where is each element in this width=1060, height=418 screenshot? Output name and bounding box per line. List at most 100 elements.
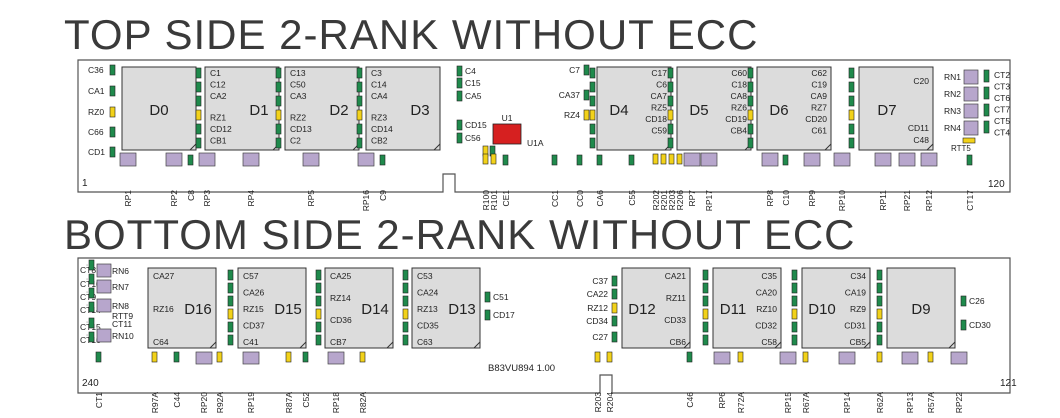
ref-label: R100 bbox=[481, 190, 491, 211]
ref-label: R206 bbox=[675, 190, 685, 211]
component bbox=[589, 95, 596, 107]
component bbox=[315, 321, 322, 333]
chip-corner bbox=[299, 341, 307, 349]
ref-label: RZ4 bbox=[564, 110, 580, 120]
ref-label: C18 bbox=[731, 80, 747, 90]
component bbox=[151, 351, 158, 363]
component bbox=[667, 67, 674, 79]
component bbox=[848, 95, 855, 107]
component bbox=[315, 269, 322, 281]
ref-label: C2 bbox=[290, 136, 301, 146]
ref-label: R57A bbox=[926, 392, 936, 414]
ref-label: CA3 bbox=[290, 91, 307, 101]
ref-label: C36 bbox=[88, 65, 104, 75]
chip-corner bbox=[863, 341, 871, 349]
component bbox=[702, 295, 709, 307]
component bbox=[611, 288, 618, 300]
resistor-pack bbox=[833, 152, 851, 167]
ref-label: CA27 bbox=[153, 271, 175, 281]
ref-label: C62 bbox=[811, 68, 827, 78]
ref-label: RZ2 bbox=[290, 113, 306, 123]
component bbox=[848, 109, 855, 121]
ref-label: RZ16 bbox=[153, 304, 174, 314]
ref-label: CE1 bbox=[501, 190, 511, 207]
component bbox=[960, 295, 967, 307]
ref-label: RZ11 bbox=[666, 293, 686, 303]
component bbox=[676, 153, 683, 165]
ref-label: C4 bbox=[465, 66, 476, 76]
dram-chip bbox=[712, 267, 782, 349]
ref-label: CD14 bbox=[371, 124, 393, 134]
component bbox=[109, 146, 116, 158]
ref-label: CD1 bbox=[88, 147, 105, 157]
ref-label: RP7 bbox=[687, 190, 697, 207]
component bbox=[962, 137, 976, 144]
ref-label: RP2 bbox=[169, 190, 179, 207]
rtt-label: RTT5 bbox=[951, 144, 971, 153]
component bbox=[456, 77, 463, 89]
component bbox=[606, 351, 613, 363]
component bbox=[315, 308, 322, 320]
ref-label: RZ15 bbox=[243, 304, 264, 314]
ref-label: C13 bbox=[290, 68, 306, 78]
ref-label: CD20 bbox=[805, 114, 827, 124]
ref-label: CB5 bbox=[849, 337, 866, 347]
ref-label: C37 bbox=[592, 276, 608, 286]
chip-designator: D15 bbox=[274, 301, 302, 318]
component bbox=[876, 295, 883, 307]
component bbox=[402, 269, 409, 281]
resistor-pack bbox=[198, 152, 216, 167]
component bbox=[482, 153, 489, 165]
dram-chip bbox=[204, 66, 280, 151]
ref-label: CA7 bbox=[650, 91, 667, 101]
ref-label: C34 bbox=[850, 271, 866, 281]
ref-label: RP4 bbox=[246, 190, 256, 207]
ref-label: RZ3 bbox=[371, 113, 387, 123]
ref-label: R62A bbox=[875, 392, 885, 414]
chip-designator: D7 bbox=[877, 102, 896, 119]
ref-label: R67A bbox=[801, 392, 811, 414]
ref-label: C64 bbox=[153, 337, 169, 347]
resistor-pack bbox=[963, 86, 979, 102]
resistor-pack bbox=[327, 351, 345, 365]
component bbox=[791, 308, 798, 320]
u1-label: U1 bbox=[502, 113, 513, 123]
component bbox=[791, 269, 798, 281]
component bbox=[660, 153, 667, 165]
ref-label: RZ14 bbox=[330, 293, 351, 303]
resistor-pack bbox=[302, 152, 320, 167]
chip-designator: D3 bbox=[410, 102, 429, 119]
ref-label: RN7 bbox=[112, 282, 129, 292]
ref-label: CB4 bbox=[730, 126, 747, 136]
ref-label: RP9 bbox=[807, 190, 817, 207]
ref-label: R203 bbox=[593, 392, 603, 413]
component bbox=[747, 95, 754, 107]
resistor-pack bbox=[96, 298, 112, 313]
ref-label: C55 bbox=[627, 190, 637, 206]
component bbox=[791, 321, 798, 333]
dram-chip bbox=[365, 66, 441, 151]
ref-label: R203 bbox=[667, 190, 677, 211]
ref-label: RP5 bbox=[306, 190, 316, 207]
component bbox=[227, 334, 234, 346]
component bbox=[983, 120, 990, 134]
ref-label: R204 bbox=[605, 392, 615, 413]
component bbox=[589, 137, 596, 149]
dram-chip bbox=[121, 66, 197, 151]
component bbox=[611, 315, 618, 327]
component bbox=[802, 351, 809, 363]
ref-label: RN1 bbox=[944, 72, 961, 82]
component bbox=[966, 154, 973, 166]
component bbox=[589, 67, 596, 79]
ref-label: CD34 bbox=[586, 316, 608, 326]
ref-label: C60 bbox=[731, 68, 747, 78]
resistor-pack bbox=[898, 152, 916, 167]
dram-chip bbox=[621, 267, 691, 349]
component bbox=[667, 81, 674, 93]
component bbox=[576, 154, 583, 166]
ref-label: CA19 bbox=[845, 288, 867, 298]
component bbox=[583, 64, 590, 76]
ref-label: CT3 bbox=[994, 82, 1010, 92]
ref-label: C53 bbox=[417, 271, 433, 281]
